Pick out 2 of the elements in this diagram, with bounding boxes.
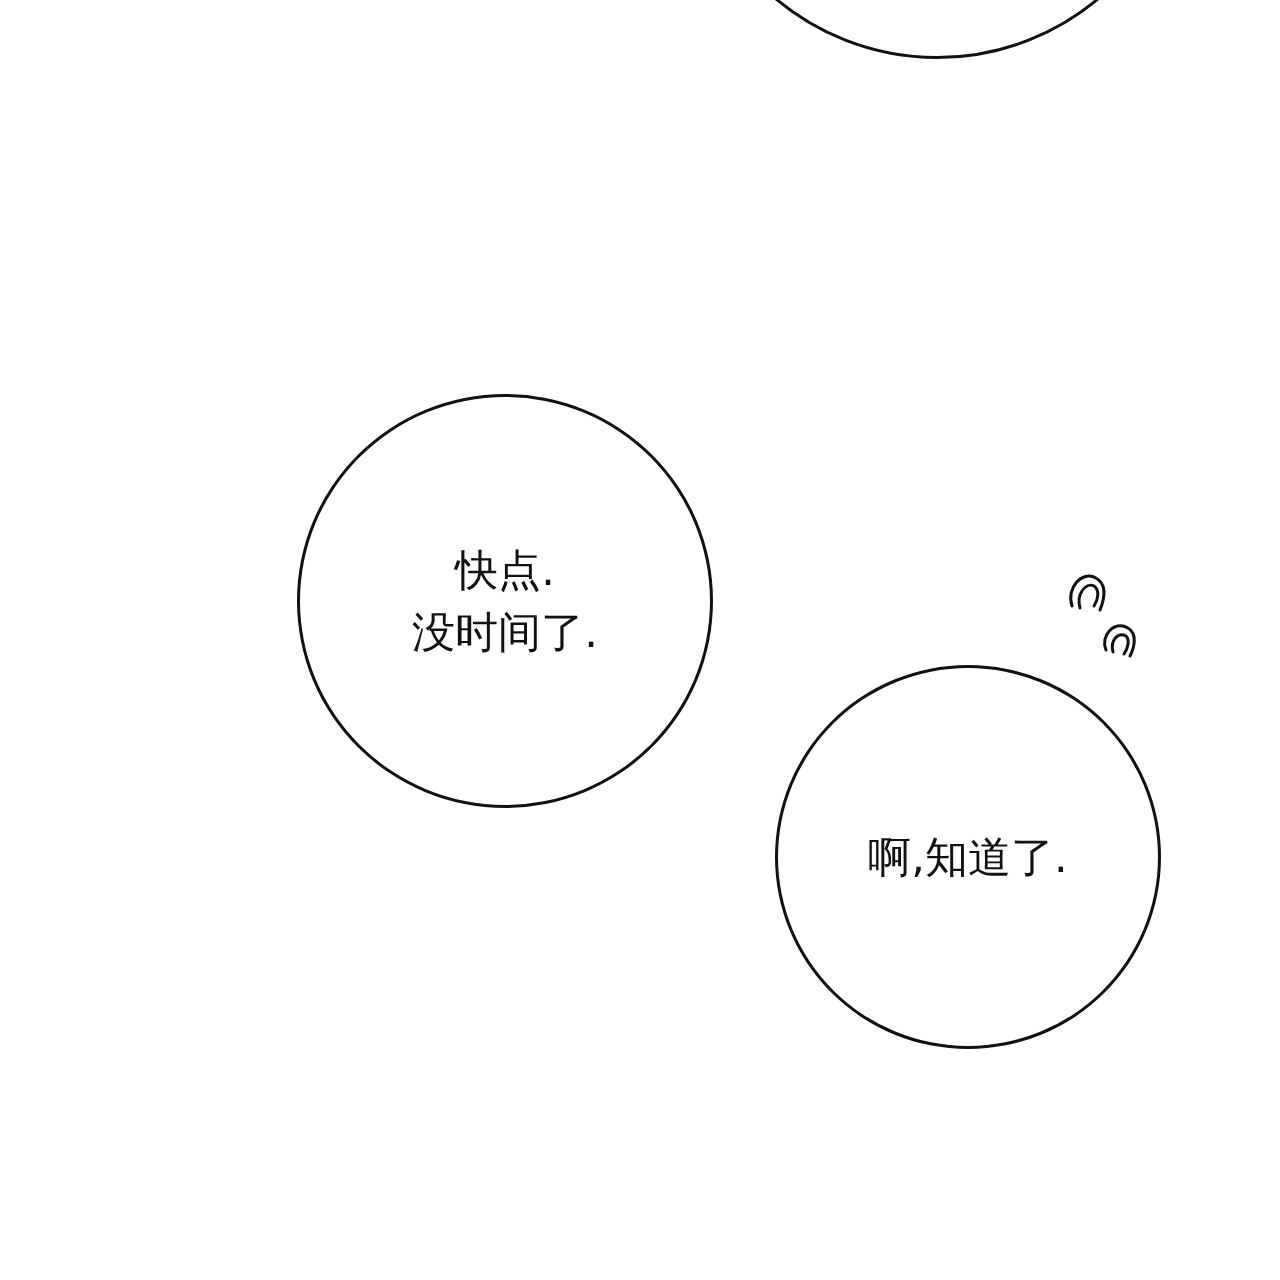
speech-text: 啊,知道了. bbox=[868, 831, 1068, 884]
speech-text: 快点.没时间了. bbox=[412, 544, 598, 659]
